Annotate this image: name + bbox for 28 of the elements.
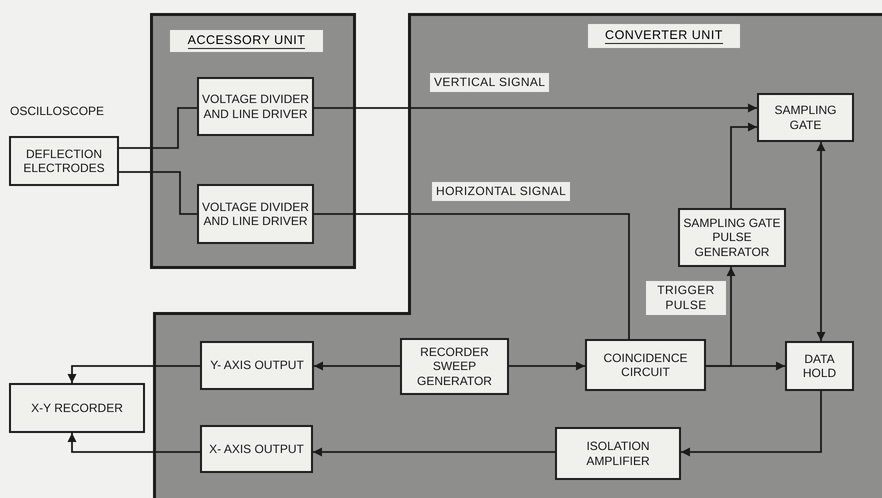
block-box: SAMPLING GATE PULSE GENERATOR [678, 208, 786, 267]
connector-arrow [314, 362, 400, 370]
edge-label: HORIZONTAL SIGNAL [432, 182, 570, 201]
panel-title: ACCESSORY UNIT [170, 30, 323, 52]
block-box: VOLTAGE DIVIDER AND LINE DRIVER [197, 184, 314, 244]
block-box: VOLTAGE DIVIDER AND LINE DRIVER [197, 77, 314, 136]
connector-arrow [681, 391, 822, 456]
block-box: ISOLATION AMPLIFIER [555, 427, 681, 480]
block-box: COINCIDENCE CIRCUIT [585, 339, 706, 391]
connector-arrow [816, 142, 826, 341]
connector-arrow [68, 433, 200, 453]
block-box: DATA HOLD [785, 341, 854, 391]
block-box: SAMPLING GATE [757, 93, 854, 142]
connector-arrow [706, 362, 785, 370]
device-label: OSCILLOSCOPE [10, 104, 104, 118]
connector-arrow [314, 104, 757, 112]
block-box: Y- AXIS OUTPUT [200, 341, 314, 390]
connector-arrow [509, 362, 585, 370]
edge-label: VERTICAL SIGNAL [430, 73, 550, 92]
edge-label: TRIGGER PULSE [646, 281, 726, 315]
block-box: X-Y RECORDER [9, 383, 145, 433]
panel-title: CONVERTER UNIT [588, 24, 740, 48]
block-box: RECORDER SWEEP GENERATOR [400, 338, 509, 395]
block-box: DEFLECTION ELECTRODES [9, 136, 119, 186]
connector-arrow [730, 122, 757, 208]
connector-arrow [68, 365, 200, 383]
block-box: X- AXIS OUTPUT [200, 425, 313, 473]
connector-arrow [313, 448, 555, 456]
